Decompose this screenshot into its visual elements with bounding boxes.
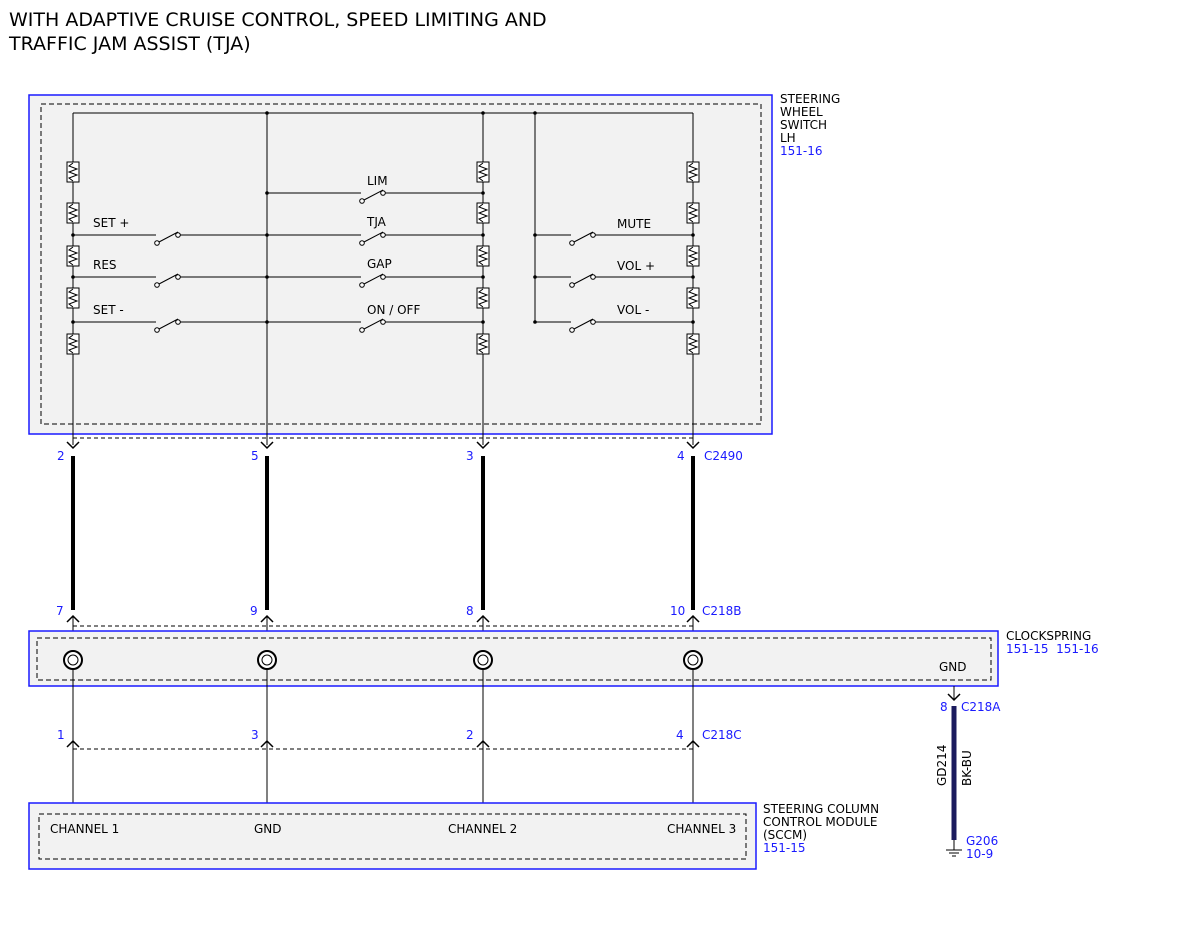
connector-c218b-terminals [66, 614, 700, 623]
ground-wire-color: BK-BU [960, 750, 974, 786]
resistor [686, 202, 700, 224]
switch-ref-link[interactable]: 151-16 [780, 144, 823, 158]
resistor [686, 245, 700, 267]
c218a-terminal [947, 693, 961, 702]
switch-label-mute: MUTE [617, 217, 651, 231]
c2490-label: C2490 [704, 449, 743, 463]
resistor [476, 161, 490, 183]
clockspring-coil-icon [473, 650, 493, 670]
ground-point-name: G206 [966, 834, 998, 848]
c2490-pin-1: 2 [57, 449, 65, 463]
c2490-pin-3: 3 [466, 449, 474, 463]
harness-wires [71, 456, 695, 610]
c218c-pin-2: 3 [251, 728, 259, 742]
resistor [66, 202, 80, 224]
switch-vol-plus-contact [569, 273, 596, 288]
resistor [66, 161, 80, 183]
clockspring-coil-icon [683, 650, 703, 670]
switch-label-gap: GAP [367, 257, 392, 271]
connector-c2490-terminals [66, 441, 700, 450]
resistor [66, 333, 80, 355]
switch-tja-contact [359, 231, 386, 246]
switch-label-res: RES [93, 258, 117, 272]
c218b-pin-1: 7 [56, 604, 64, 618]
switch-label-tja: TJA [366, 215, 387, 229]
resistor [66, 287, 80, 309]
ground-symbol-icon [946, 849, 962, 857]
switch-set-plus-contact [154, 231, 181, 246]
resistor [686, 287, 700, 309]
c218b-pin-4: 10 [670, 604, 685, 618]
sccm-ref-link[interactable]: 151-15 [763, 841, 806, 855]
c218c-pin-1: 1 [57, 728, 65, 742]
resistor [476, 202, 490, 224]
lower-wires [72, 669, 694, 815]
clockspring-coil-icon [257, 650, 277, 670]
sccm-pin-channel-1: CHANNEL 1 [50, 822, 119, 836]
connector-c218c-terminals [66, 739, 700, 748]
switch-on-off-contact [359, 318, 386, 333]
sccm-name-line3: (SCCM) [763, 828, 807, 842]
switch-contacts [154, 189, 596, 333]
ground-circuit [946, 686, 962, 857]
c2490-pin-2: 5 [251, 449, 259, 463]
switch-gap-contact [359, 273, 386, 288]
resistor [66, 245, 80, 267]
c2490-pin-4: 4 [677, 449, 685, 463]
resistor [476, 333, 490, 355]
c218c-label: C218C [702, 728, 742, 742]
c218a-pin: 8 [940, 700, 948, 714]
resistor [476, 245, 490, 267]
resistor [686, 333, 700, 355]
junction-dots [71, 111, 695, 324]
resistor [476, 287, 490, 309]
c218c-pin-3: 2 [466, 728, 474, 742]
sccm-name-line1: STEERING COLUMN [763, 802, 879, 816]
c218b-label: C218B [702, 604, 742, 618]
clockspring-ref-links[interactable]: 151-15 151-16 [1006, 642, 1099, 656]
switch-name-line4: LH [780, 131, 796, 145]
sccm-pin-channel-3: CHANNEL 3 [667, 822, 736, 836]
steering-wheel-switch [28, 94, 773, 435]
c218b-pin-2: 9 [250, 604, 258, 618]
clockspring-name: CLOCKSPRING [1006, 629, 1091, 643]
switch-label-on-off: ON / OFF [367, 303, 420, 317]
clockspring-coil-icon [63, 650, 83, 670]
switch-name-line1: STEERING [780, 92, 840, 106]
switch-vol-minus-contact [569, 318, 596, 333]
resistor [686, 161, 700, 183]
switch-label-set-minus: SET - [93, 303, 124, 317]
switch-label-lim: LIM [367, 174, 388, 188]
sccm-pin-gnd: GND [254, 822, 282, 836]
sccm-name-line2: CONTROL MODULE [763, 815, 878, 829]
diagram-title-line1: WITH ADAPTIVE CRUISE CONTROL, SPEED LIMI… [9, 9, 547, 31]
switch-lim-contact [359, 189, 386, 204]
c218a-label: C218A [961, 700, 1001, 714]
diagram-title-line2: TRAFFIC JAM ASSIST (TJA) [8, 33, 251, 55]
clockspring-coils [63, 650, 703, 670]
sccm-module [28, 802, 757, 870]
switch-label-vol-minus: VOL - [617, 303, 649, 317]
clockspring-module [28, 630, 999, 687]
switch-set-minus-contact [154, 318, 181, 333]
switch-name-line3: SWITCH [780, 118, 827, 132]
switch-name-line2: WHEEL [780, 105, 823, 119]
ground-ref-link[interactable]: 10-9 [966, 847, 993, 861]
c218c-pin-4: 4 [676, 728, 684, 742]
c218b-pin-3: 8 [466, 604, 474, 618]
ground-circuit-number: GD214 [935, 745, 949, 786]
switch-label-vol-plus: VOL + [617, 259, 655, 273]
switch-res-contact [154, 273, 181, 288]
clockspring-gnd-label: GND [939, 660, 967, 674]
switch-label-set-plus: SET + [93, 216, 129, 230]
switch-mute-contact [569, 231, 596, 246]
sccm-pin-channel-2: CHANNEL 2 [448, 822, 517, 836]
resistors [66, 161, 700, 355]
